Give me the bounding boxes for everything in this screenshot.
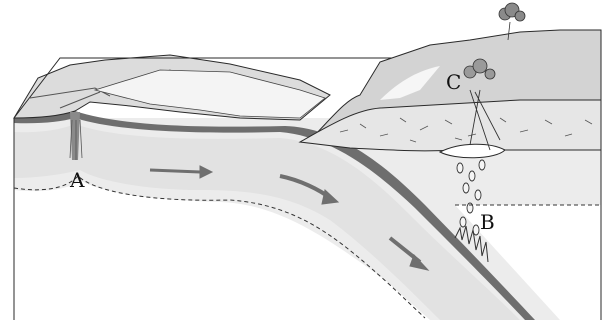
label-c: C (446, 72, 461, 92)
label-b: B (480, 212, 495, 232)
label-a: A (70, 170, 84, 190)
